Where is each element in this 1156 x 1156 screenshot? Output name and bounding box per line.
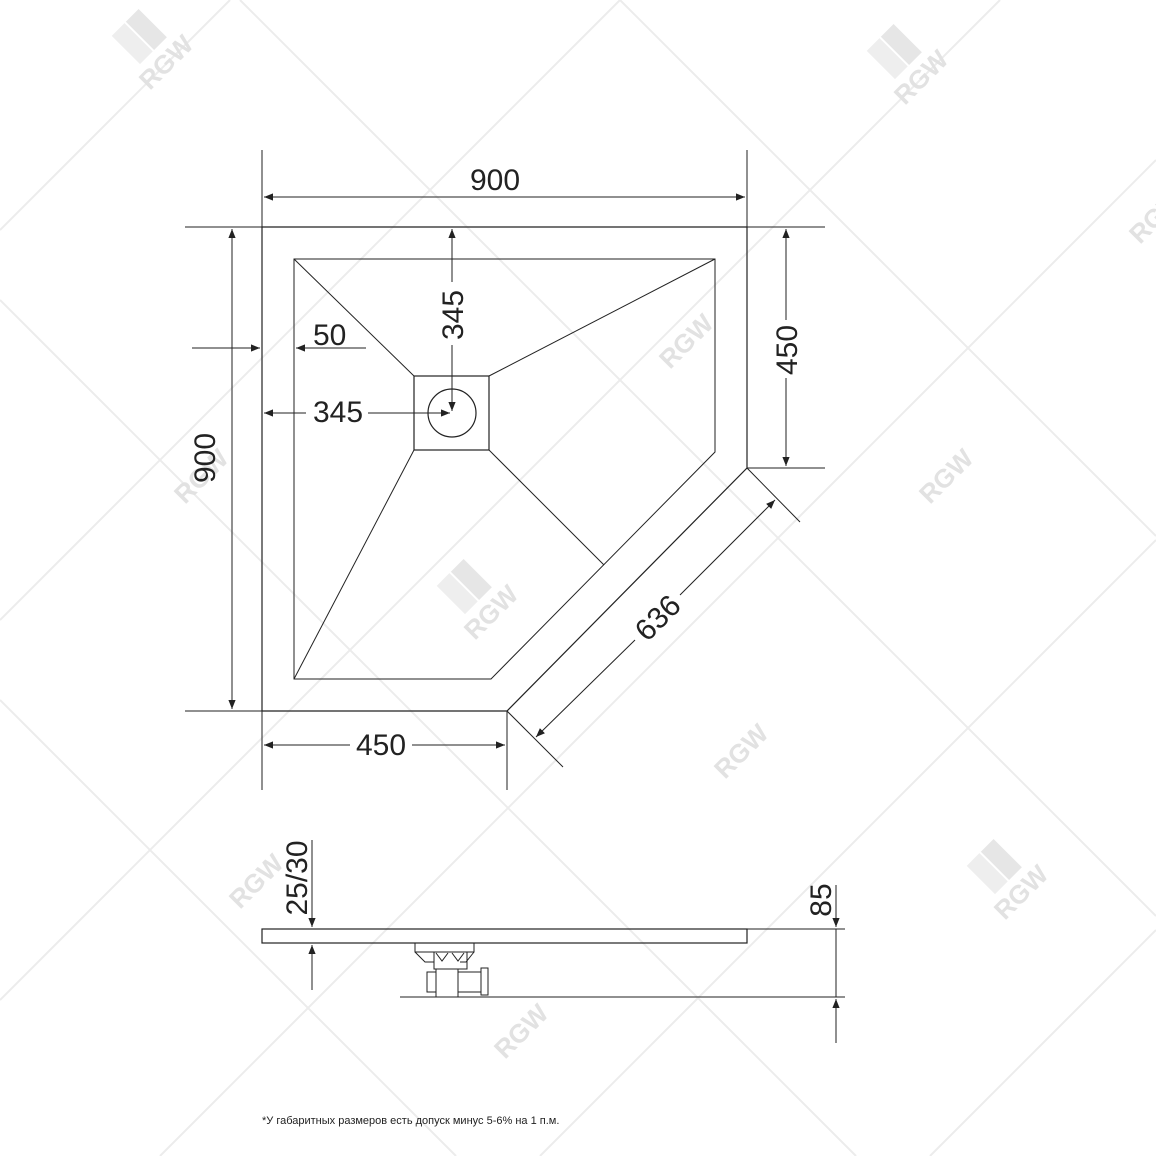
plan-view: [185, 150, 825, 790]
dim-diagonal-636: 636: [629, 589, 688, 648]
watermark-text: RGW: [488, 998, 554, 1064]
dim-bottom-450: 450: [356, 729, 406, 762]
tray-outline: [261, 226, 748, 712]
watermark-text: RGW: [223, 848, 289, 914]
drain-siphon: [414, 942, 489, 998]
dim-line-diagonal-636: [679, 499, 776, 596]
watermark-text: RGW: [653, 308, 719, 374]
footnote-tolerance: *У габаритных размеров есть допуск минус…: [262, 1115, 560, 1127]
dim-total-height-85: 85: [805, 883, 838, 916]
watermark-text: RGW: [708, 718, 774, 784]
watermark-logos: RGW RGW RGW RGW RGW RGW RGW RGW RGW RGW …: [111, 8, 1156, 1064]
tray-inner-rim: [293, 258, 716, 680]
dim-drain-top-345: 345: [437, 290, 470, 340]
dim-depth-900: 900: [189, 433, 222, 483]
watermark-text: RGW: [913, 443, 979, 509]
tray-side-profile: [261, 928, 748, 944]
dim-drain-left-345: 345: [313, 396, 363, 429]
dim-width-900: 900: [470, 164, 520, 197]
dim-rim-50: 50: [313, 319, 346, 352]
watermark-logo-text: RGW: [458, 579, 524, 645]
side-view: [261, 840, 845, 1043]
watermark-text: RGW: [1123, 183, 1156, 249]
dim-tray-thickness: 25/30: [281, 840, 314, 915]
dim-right-450: 450: [771, 325, 804, 375]
